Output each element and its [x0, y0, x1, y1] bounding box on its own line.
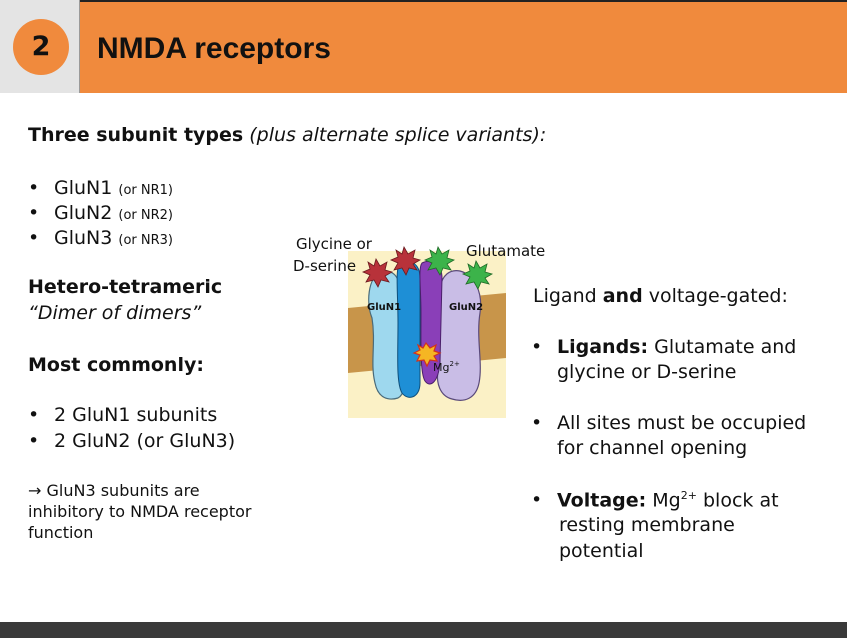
subunit-alt: (or NR3) — [118, 233, 174, 248]
title-bar — [80, 0, 847, 93]
slide-header: 2 NMDA receptors — [0, 0, 847, 93]
slide-number-box: 2 — [0, 0, 80, 93]
glycine-site-star — [361, 257, 394, 288]
voltage-text: block at — [696, 489, 779, 512]
list-item: •All sites must be occupied — [531, 412, 807, 434]
list-item: •GluN2 (or NR2) — [28, 202, 174, 224]
voltage-mg: Mg — [646, 489, 681, 512]
sites-text-2: for channel opening — [557, 437, 748, 459]
glun2-label: GluN2 — [449, 302, 483, 313]
glutamate-site-star — [461, 259, 494, 290]
sites-text: All sites must be occupied — [557, 412, 807, 434]
mg-label: Mg2+ — [433, 360, 460, 374]
list-item: •2 GluN1 subunits — [28, 404, 218, 426]
list-item: •Ligands: Glutamate and — [531, 336, 797, 358]
glycine-label-2: D-serine — [293, 257, 356, 275]
pore-helix-blue — [396, 261, 421, 398]
glun1-label: GluN1 — [367, 302, 401, 313]
most-commonly-heading: Most commonly: — [28, 354, 204, 376]
subunit-types-heading: Three subunit types (plus alternate spli… — [28, 124, 546, 146]
ligands-text-2: glycine or D-serine — [557, 361, 737, 383]
slide-number-badge: 2 — [13, 19, 69, 75]
voltage-text-3: potential — [559, 540, 644, 562]
note-line-2: inhibitory to NMDA receptor — [28, 502, 252, 521]
subunit-types-italic: (plus alternate splice variants): — [249, 124, 547, 146]
gating-heading-pre: Ligand — [533, 285, 603, 307]
ligands-bold: Ligands: — [557, 336, 649, 358]
composition-item: 2 GluN2 (or GluN3) — [54, 430, 236, 452]
list-item: •2 GluN2 (or GluN3) — [28, 430, 236, 452]
subunit-name: GluN2 — [54, 202, 113, 224]
glutamate-site-star — [423, 245, 456, 276]
gating-heading-post: voltage-gated: — [642, 285, 788, 307]
glycine-site-star — [389, 245, 422, 276]
list-item: •GluN3 (or NR3) — [28, 227, 174, 249]
gating-heading-bold: and — [602, 285, 643, 307]
subunit-types-bold: Three subunit types — [28, 124, 244, 146]
subunit-name: GluN3 — [54, 227, 113, 249]
nmda-receptor-diagram: Glycine or D-serine Glutamate GluN1 GluN… — [293, 235, 545, 418]
note-line-3: function — [28, 523, 94, 542]
slide-title: NMDA receptors — [97, 32, 331, 65]
glutamate-label: Glutamate — [466, 242, 545, 260]
footer-bar — [0, 622, 847, 638]
glycine-label-1: Glycine or — [296, 235, 373, 253]
mg-block-star — [412, 341, 442, 368]
hetero-quote: “Dimer of dimers” — [28, 302, 202, 324]
voltage-bold: Voltage: — [557, 489, 647, 512]
gating-heading: Ligand and voltage-gated: — [533, 285, 788, 307]
voltage-text-2: resting membrane — [559, 514, 735, 536]
voltage-mg-sup: 2+ — [680, 489, 697, 502]
subunit-name: GluN1 — [54, 177, 113, 199]
list-item: •GluN1 (or NR1) — [28, 177, 174, 199]
ligands-text: Glutamate and — [648, 336, 797, 358]
hetero-heading: Hetero-tetrameric — [28, 276, 223, 298]
note-line-1: → GluN3 subunits are — [28, 481, 200, 500]
list-item: •Voltage: Mg2+ block at — [531, 489, 779, 512]
subunit-alt: (or NR1) — [118, 183, 174, 198]
subunit-alt: (or NR2) — [118, 208, 174, 223]
composition-item: 2 GluN1 subunits — [54, 404, 218, 426]
glun2-subunit — [436, 270, 482, 401]
